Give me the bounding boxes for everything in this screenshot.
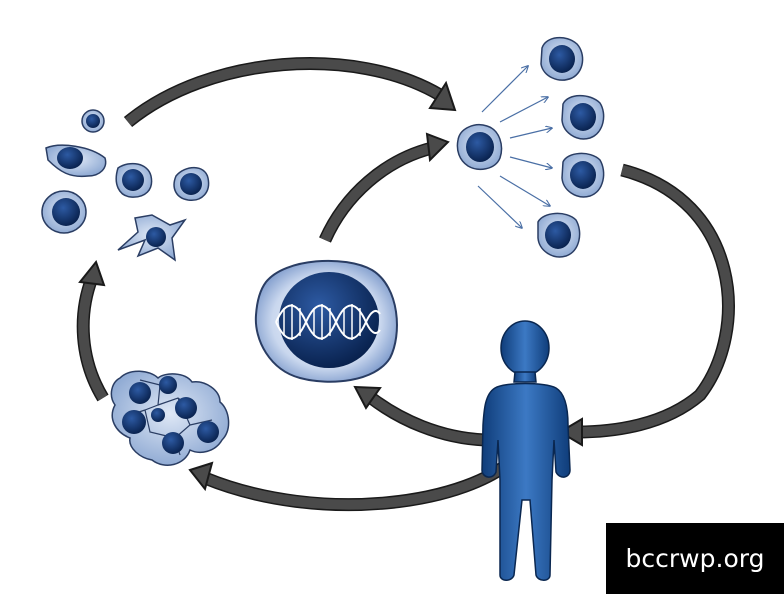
watermark-text: bccrwp.org <box>625 544 765 573</box>
dna-cell-icon <box>254 259 398 383</box>
arrow-to-dna-cell <box>353 385 486 447</box>
arrow-right-down <box>558 163 735 447</box>
round-cell-2 <box>173 166 210 201</box>
daughter-cell-2 <box>561 94 605 140</box>
person-icon <box>481 320 571 581</box>
mixed-cells-icon <box>41 109 210 262</box>
arrow-bottom <box>188 450 523 512</box>
stem-cell-icon <box>456 124 503 171</box>
cell-cluster-icon <box>110 370 230 466</box>
arrow-inner-up <box>319 132 450 243</box>
daughter-cells-icon <box>537 36 605 258</box>
oval-cell <box>41 190 87 234</box>
elongated-cell <box>45 144 107 178</box>
arrow-left-up <box>76 259 109 402</box>
dna-helix <box>275 304 381 340</box>
small-cell <box>81 109 105 133</box>
watermark: bccrwp.org <box>606 523 784 594</box>
daughter-cell-3 <box>561 152 605 198</box>
round-cell-1 <box>115 162 153 198</box>
star-cell <box>117 214 187 262</box>
arrow-top <box>123 57 457 128</box>
daughter-cell-1 <box>540 36 584 81</box>
division-arrows <box>477 66 552 228</box>
daughter-cell-4 <box>537 212 581 258</box>
